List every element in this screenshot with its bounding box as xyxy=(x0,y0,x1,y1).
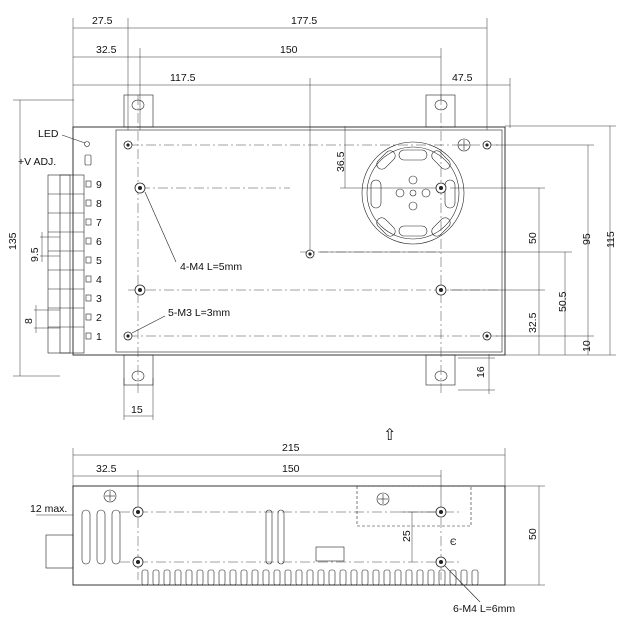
dim-115: 115 xyxy=(605,231,617,248)
dim-9-5: 9.5 xyxy=(29,247,41,262)
dim-47-5: 47.5 xyxy=(452,72,473,84)
led-indicator xyxy=(84,141,90,147)
dim-side-150: 150 xyxy=(282,463,300,475)
dim-side-50: 50 xyxy=(527,528,539,540)
dim-16: 16 xyxy=(475,366,487,378)
vadj-potentiometer xyxy=(84,154,92,166)
dim-27-5: 27.5 xyxy=(92,15,113,27)
terminal-7: 7 xyxy=(96,217,102,229)
dim-8: 8 xyxy=(23,318,35,324)
dim-32-5: 32.5 xyxy=(96,44,117,56)
led-label: LED xyxy=(38,128,59,140)
vadj-label: +V ADJ. xyxy=(18,156,56,168)
fan-grille xyxy=(361,138,471,245)
dim-135: 135 xyxy=(7,232,19,250)
dim-95: 95 xyxy=(581,233,593,245)
side-view-body: Є 6-M4 L=6mm xyxy=(45,485,515,615)
terminal-8: 8 xyxy=(96,198,102,210)
terminal-1: 1 xyxy=(96,331,102,343)
dim-50: 50 xyxy=(527,232,539,244)
terminal-2: 2 xyxy=(96,312,102,324)
dim-36-5: 36.5 xyxy=(335,151,347,172)
dim-177-5: 177.5 xyxy=(291,15,317,27)
terminal-4: 4 xyxy=(96,274,102,286)
m3-label: 5-M3 L=3mm xyxy=(168,307,230,319)
mounting-holes-top xyxy=(123,140,492,341)
terminal-6: 6 xyxy=(96,236,102,248)
terminal-protrusion xyxy=(45,534,74,569)
terminal-9: 9 xyxy=(96,179,102,191)
side-dimensions: 215 32.5 150 12 max. 50 25 xyxy=(30,442,545,586)
dim-117-5: 117.5 xyxy=(170,72,196,84)
dim-215: 215 xyxy=(282,442,300,454)
dim-10: 10 xyxy=(581,340,593,352)
m4-label-side: 6-M4 L=6mm xyxy=(453,603,515,615)
dim-side-32-5: 32.5 xyxy=(96,463,117,475)
m4-label-top: 4-M4 L=5mm xyxy=(180,261,242,273)
terminal-3: 3 xyxy=(96,293,102,305)
cert-mark-icon: Є xyxy=(450,537,457,547)
dim-150: 150 xyxy=(280,44,298,56)
bottom-vents xyxy=(141,569,479,586)
dim-25: 25 xyxy=(401,530,413,542)
direction-arrow-icon: ⇧ xyxy=(383,427,396,444)
dim-15: 15 xyxy=(131,404,143,416)
top-dimensions: 27.5 177.5 32.5 150 117.5 47.5 135 9.5 8 xyxy=(7,15,617,420)
top-view-body: 9 8 7 6 5 4 3 2 1 LED +V ADJ. 4-M4 L=5mm… xyxy=(18,94,506,395)
dim-12-max: 12 max. xyxy=(30,503,67,515)
terminal-5: 5 xyxy=(96,255,102,267)
dim-50-5: 50.5 xyxy=(557,291,569,312)
terminal-block: 9 8 7 6 5 4 3 2 1 xyxy=(47,174,102,354)
dim-32-5-vertical: 32.5 xyxy=(527,312,539,333)
